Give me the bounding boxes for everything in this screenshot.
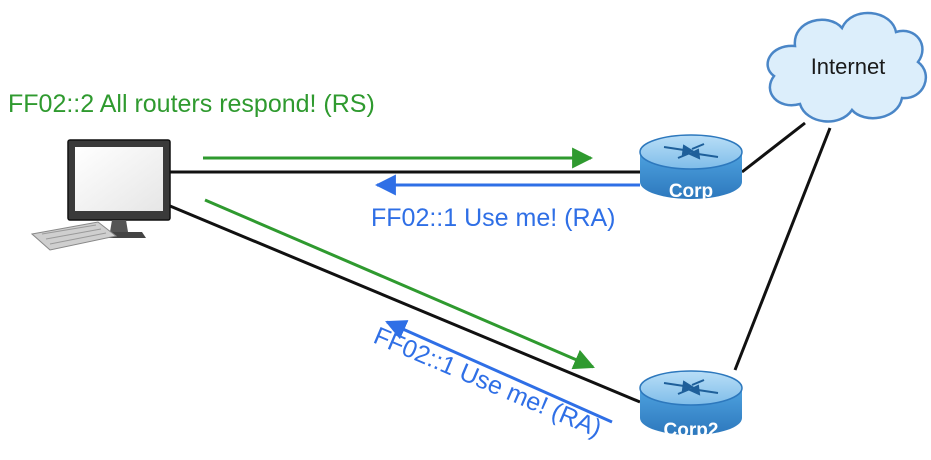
link-corp2-internet [733, 127, 832, 371]
router-corp2-label: Corp2 [664, 420, 719, 441]
internet-cloud-icon: Internet [766, 11, 928, 123]
desktop-computer-icon [30, 139, 171, 251]
ra-arrow-from-corp2 [385, 320, 613, 424]
router-corp2-icon: Corp2 [639, 370, 743, 441]
rs-message-label: FF02::2 All routers respond! (RS) [8, 90, 375, 118]
ra-message-label-corp: FF02::1 Use me! (RA) [371, 204, 616, 232]
router-corp-label: Corp [669, 181, 713, 202]
internet-label: Internet [811, 54, 886, 79]
link-host-corp2 [169, 204, 641, 404]
link-corp-internet [741, 121, 806, 174]
router-corp-icon: Corp [639, 134, 743, 202]
rs-arrow-to-corp2 [204, 198, 595, 370]
